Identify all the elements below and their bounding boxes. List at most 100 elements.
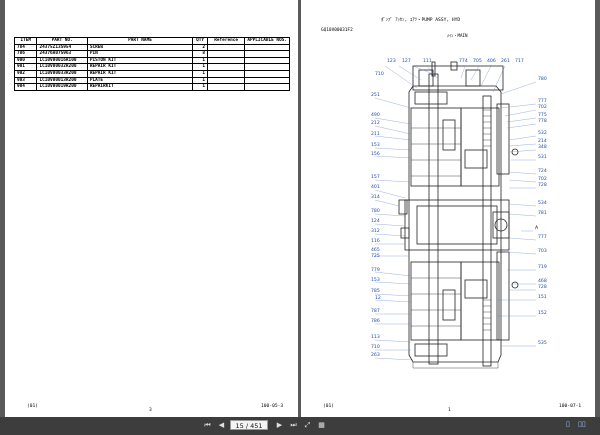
col-part-name: PART NAME — [86, 37, 194, 45]
diagram-code: GQ10V00031F2 — [321, 28, 353, 33]
callout-right: 535 — [538, 341, 547, 346]
callout-right: 151 — [538, 295, 547, 300]
callout-right: 152 — [538, 311, 547, 316]
callout-right: 780 — [538, 77, 547, 82]
callout-top: 111 — [423, 59, 432, 64]
cell-part-no: 24375Z13S954 — [36, 43, 88, 52]
cell-name: REPAIRKIT — [86, 83, 194, 91]
col-item: ITEM — [13, 37, 38, 45]
cell-applicable — [244, 83, 290, 91]
cell-reference — [206, 63, 246, 71]
callout-left: 490 — [371, 113, 380, 118]
callout-right: 531 — [538, 155, 547, 160]
cell-item: 784 — [13, 43, 38, 52]
table-row: 900 LC10V00016R100 PISTON KIT 1 — [13, 56, 290, 65]
table-row: 904 LC10V00019R200 REPAIRKIT 1 — [13, 83, 290, 91]
double-page-icon[interactable]: ▯▯ — [578, 420, 586, 428]
page-number-input[interactable]: 15 / 451 — [230, 420, 268, 430]
callout-top: 127 — [402, 59, 411, 64]
callout-right: 702 — [538, 177, 547, 182]
table-row: 902 LC10V00033R200 REPAIR KIT 1 — [13, 69, 290, 78]
cell-reference — [206, 69, 246, 78]
cell-item: 903 — [13, 76, 38, 85]
section-marker-a: A — [535, 226, 539, 231]
footer-left: (01) — [323, 404, 335, 409]
callout-left: 124 — [371, 219, 380, 224]
cell-reference — [206, 50, 246, 58]
callout-right: 532 — [538, 131, 547, 136]
cell-name: SCREW — [86, 43, 194, 52]
single-page-icon[interactable]: ▯ — [566, 420, 570, 428]
callout-left: 786 — [371, 319, 380, 324]
cell-name: REPAIR KIT — [86, 63, 194, 71]
cell-qty: 2 — [192, 43, 208, 52]
col-qty: QTY — [192, 37, 208, 45]
callout-left: 312 — [371, 229, 380, 234]
table-row: 903 LC10V00013R200 PLATE 1 — [13, 76, 290, 85]
cell-part-no: 24376A07S963 — [36, 50, 88, 58]
callout-right: 702 — [538, 105, 547, 110]
callout-left: 779 — [371, 268, 380, 273]
cell-item: 902 — [13, 69, 38, 78]
footer-ref: 100-07-1 — [559, 404, 582, 409]
callout-left: 153 — [371, 278, 380, 283]
diagram-subtitle: ﾒｲﾝ・MAIN — [447, 33, 468, 38]
cell-reference — [206, 83, 246, 91]
first-page-icon[interactable]: ⏮ — [204, 421, 211, 429]
cell-applicable — [244, 63, 290, 71]
cell-name: PIN — [86, 50, 194, 58]
callout-left: 710 — [371, 345, 380, 350]
table-row: 786 24376A07S963 PIN 8 — [13, 50, 290, 58]
callout-right: 775 — [538, 113, 547, 118]
right-page: ﾎﾟﾝﾌﾟ ｱｯｾﾝ, ﾕｱﾂ・PUMP ASSY, HYD GQ10V0003… — [301, 0, 595, 417]
callout-left: 211 — [371, 132, 380, 137]
callout-left: 725 — [371, 254, 380, 259]
col-applicable: APPLICABLE NOS. — [244, 37, 290, 45]
callout-left: 153 — [371, 143, 380, 148]
callout-top: 406 — [487, 59, 496, 64]
callout-left: 710 — [375, 72, 384, 77]
callout-right: 534 — [538, 201, 547, 206]
footer-page-number: 3 — [149, 408, 152, 413]
callout-right: 348 — [538, 145, 547, 150]
viewer-toolbar: ⏮ ◀ 15 / 451 ▶ ⏭ ⤢ ▦ ▯ ▯▯ — [0, 417, 600, 435]
cell-applicable — [244, 76, 290, 85]
footer-left: (01) — [27, 404, 39, 409]
col-part-no: PART NO. — [36, 37, 88, 45]
callout-top: 717 — [515, 59, 524, 64]
callout-left: 465 — [371, 248, 380, 253]
diagram-title: ﾎﾟﾝﾌﾟ ｱｯｾﾝ, ﾕｱﾂ・PUMP ASSY, HYD — [381, 18, 461, 23]
footer-page-number: 1 — [448, 408, 451, 413]
cell-applicable — [244, 56, 290, 65]
callout-right: 703 — [538, 249, 547, 254]
cell-item: 901 — [13, 63, 38, 71]
fit-page-icon[interactable]: ⤢ — [304, 421, 311, 429]
callout-left: 212 — [371, 121, 380, 126]
callout-top: 705 — [473, 59, 482, 64]
left-page: ITEM PART NO. PART NAME QTY Reference AP… — [5, 0, 298, 417]
callout-right: 777 — [538, 99, 547, 104]
cell-item: 786 — [13, 50, 38, 58]
cell-qty: 1 — [192, 76, 208, 85]
callout-left: 156 — [371, 152, 380, 157]
callout-left: 263 — [371, 353, 380, 358]
callout-right: 778 — [538, 119, 547, 124]
prev-page-icon[interactable]: ◀ — [218, 421, 225, 429]
callout-left: 785 — [371, 289, 380, 294]
last-page-icon[interactable]: ⏭ — [290, 421, 297, 429]
callout-left: 251 — [371, 93, 380, 98]
callout-left: 116 — [371, 239, 380, 244]
cell-part-no: LC10V00019R200 — [36, 83, 88, 91]
callout-left: 401 — [371, 185, 380, 190]
parts-table: ITEM PART NO. PART NAME QTY Reference AP… — [13, 37, 290, 91]
cell-reference — [206, 76, 246, 85]
view-mode-icon[interactable]: ▦ — [318, 421, 325, 429]
cell-name: PISTON KIT — [86, 56, 194, 65]
callout-left: 787 — [371, 309, 380, 314]
cell-qty: 1 — [192, 63, 208, 71]
table-row: 784 24375Z13S954 SCREW 2 — [13, 43, 290, 52]
callout-top: 261 — [501, 59, 510, 64]
cell-item: 904 — [13, 83, 38, 91]
callout-right: 719 — [538, 265, 547, 270]
next-page-icon[interactable]: ▶ — [276, 421, 283, 429]
